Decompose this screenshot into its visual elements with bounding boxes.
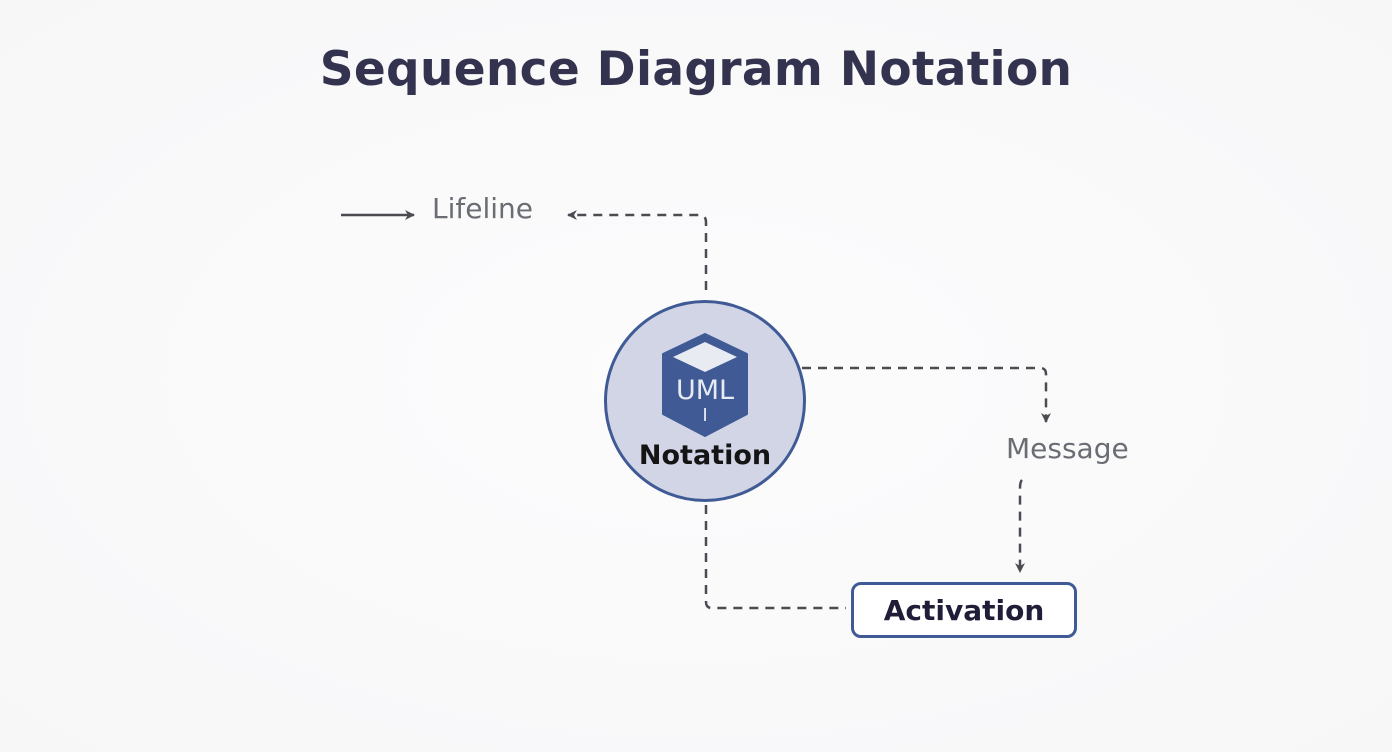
connector-message-to-activation [1015, 479, 1025, 573]
uml-icon-text: UML [676, 375, 734, 406]
connector-notation-to-activation [704, 505, 846, 610]
lifeline-label: Lifeline [432, 192, 533, 225]
activation-label: Activation [883, 593, 1045, 627]
connector-notation-to-message [802, 366, 1051, 423]
uml-icon-subtext: I [702, 405, 707, 426]
message-label: Message [1006, 432, 1129, 465]
activation-box: Activation [851, 582, 1077, 638]
connector-notation-to-lifeline [567, 210, 708, 290]
notation-caption: Notation [638, 440, 772, 471]
uml-cube-icon: UML I [662, 333, 748, 437]
page-title: Sequence Diagram Notation [319, 42, 1073, 97]
